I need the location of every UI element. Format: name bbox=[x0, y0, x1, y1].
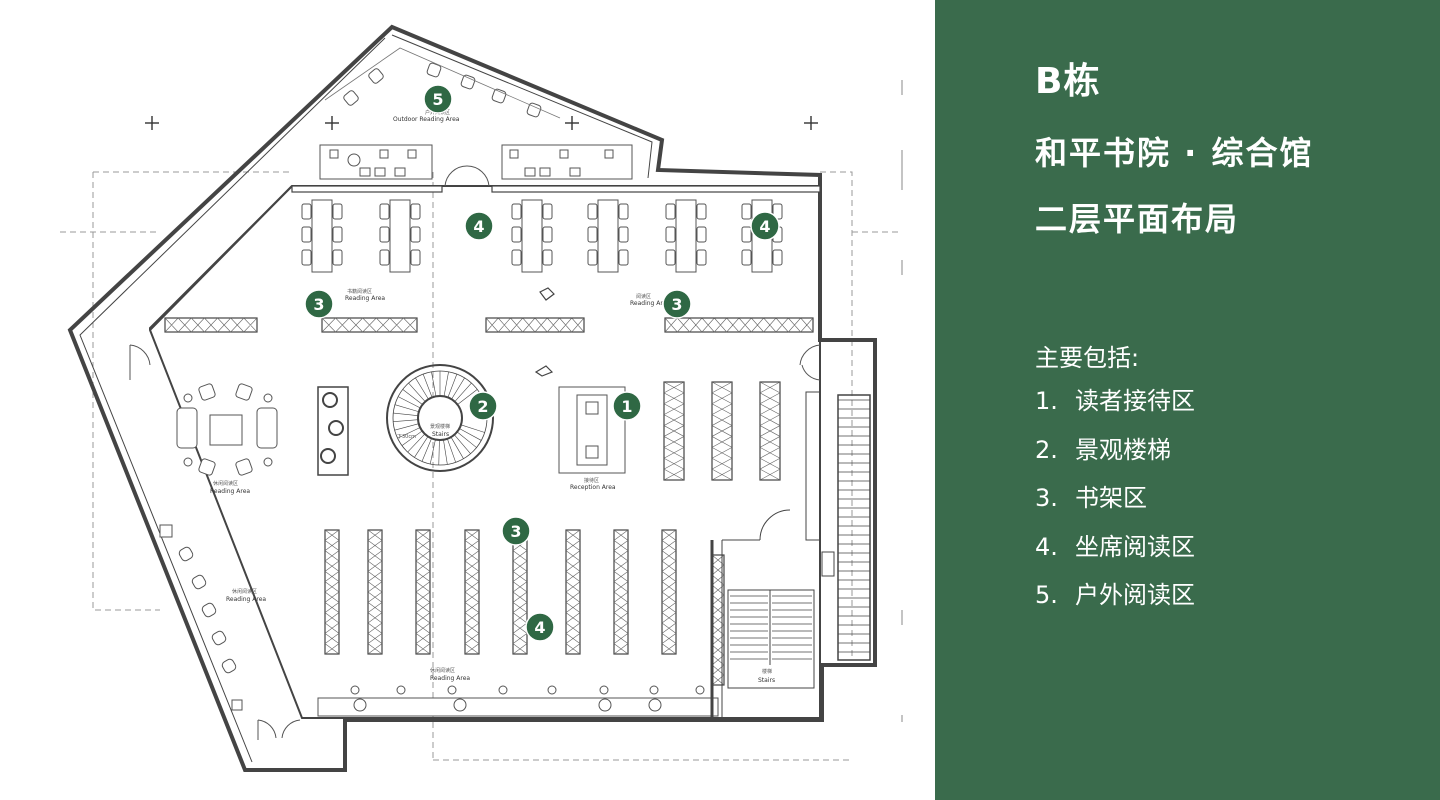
planter bbox=[317, 386, 349, 476]
area-marker: 3 bbox=[304, 289, 334, 319]
west-area-cn: 休闲阅读区 bbox=[232, 588, 257, 595]
south-area-cn: 休闲阅读区 bbox=[430, 667, 455, 674]
reading-area-b-cn: 阅读区 bbox=[636, 293, 651, 300]
grid-marks bbox=[145, 116, 818, 130]
legend-item: 1.读者接待区 bbox=[1035, 387, 1195, 415]
reading-area-a-en: Reading Area bbox=[345, 295, 385, 302]
svg-text:4: 4 bbox=[534, 618, 545, 637]
area-marker: 5 bbox=[423, 84, 453, 114]
upper-shelves bbox=[164, 317, 814, 333]
site-boundary bbox=[60, 171, 900, 761]
area-marker: 1 bbox=[612, 391, 642, 421]
reading-area-b-en: Reading Area bbox=[630, 300, 670, 307]
area-markers: 5 4 4 3 3 2 1 3 4 bbox=[304, 84, 780, 642]
floor-plan: 户外阅读区 Outdoor Reading Area 书籍阅读区 Reading… bbox=[60, 24, 903, 772]
south-area-en: Reading Area bbox=[430, 675, 470, 682]
area-marker: 4 bbox=[750, 211, 780, 241]
building-subtitle: 和平书院 · 综合馆 bbox=[1035, 134, 1314, 172]
legend-item: 3.书架区 bbox=[1035, 484, 1147, 512]
building-title: B栋 bbox=[1035, 61, 1101, 102]
area-marker: 3 bbox=[662, 289, 692, 319]
legend-item: 4.坐席阅读区 bbox=[1035, 532, 1195, 561]
legend-item: 5.户外阅读区 bbox=[1035, 581, 1195, 609]
svg-text:2: 2 bbox=[477, 397, 488, 416]
north-counters bbox=[319, 144, 633, 180]
south-counter bbox=[317, 685, 719, 717]
info-panel: B栋 和平书院 · 综合馆 二层平面布局 主要包括: 1.读者接待区 2.景观楼… bbox=[935, 0, 1440, 800]
north-wall bbox=[291, 165, 821, 193]
book-shelves bbox=[324, 381, 781, 686]
outdoor-chairs bbox=[343, 62, 542, 118]
reception-en: Reception Area bbox=[570, 484, 616, 491]
stair2-en: Stairs bbox=[758, 677, 775, 684]
stair2-cn: 楼梯 bbox=[762, 668, 772, 675]
svg-text:3: 3 bbox=[671, 295, 682, 314]
floor-plan-drawing: 户外阅读区 Outdoor Reading Area 书籍阅读区 Reading… bbox=[60, 24, 903, 772]
lounge-furniture bbox=[176, 383, 278, 476]
svg-text:5: 5 bbox=[432, 90, 443, 109]
reading-tables bbox=[301, 199, 783, 273]
area-marker: 4 bbox=[525, 612, 555, 642]
lounge-en: Reading Area bbox=[210, 488, 250, 495]
outdoor-area-en: Outdoor Reading Area bbox=[393, 116, 460, 123]
west-area-en: Reading Area bbox=[226, 596, 266, 603]
landscape-stair bbox=[386, 364, 494, 472]
area-marker: 3 bbox=[501, 516, 531, 546]
stairs-note: 下30cm bbox=[397, 434, 416, 440]
stair-core bbox=[710, 391, 835, 718]
reading-area-a-cn: 书籍阅读区 bbox=[347, 288, 372, 295]
stairs-cn: 景观楼梯 bbox=[430, 423, 450, 430]
legend-item: 2.景观楼梯 bbox=[1035, 435, 1171, 464]
legend-list: 1.读者接待区 2.景观楼梯 3.书架区 4.坐席阅读区 5.户外阅读区 bbox=[1035, 384, 1195, 627]
floor-title: 二层平面布局 bbox=[1035, 200, 1240, 238]
svg-text:3: 3 bbox=[313, 295, 324, 314]
west-chairs bbox=[159, 524, 243, 711]
legend-intro: 主要包括: bbox=[1035, 344, 1140, 372]
reception-cn: 接待区 bbox=[584, 477, 599, 484]
svg-text:1: 1 bbox=[621, 397, 632, 416]
area-marker: 2 bbox=[468, 391, 498, 421]
svg-text:4: 4 bbox=[759, 217, 770, 236]
exterior-stair bbox=[837, 394, 871, 661]
svg-text:3: 3 bbox=[510, 522, 521, 541]
svg-text:4: 4 bbox=[473, 217, 484, 236]
stairs-en: Stairs bbox=[432, 431, 449, 438]
area-marker: 4 bbox=[464, 211, 494, 241]
lounge-cn: 休闲阅读区 bbox=[213, 480, 238, 487]
